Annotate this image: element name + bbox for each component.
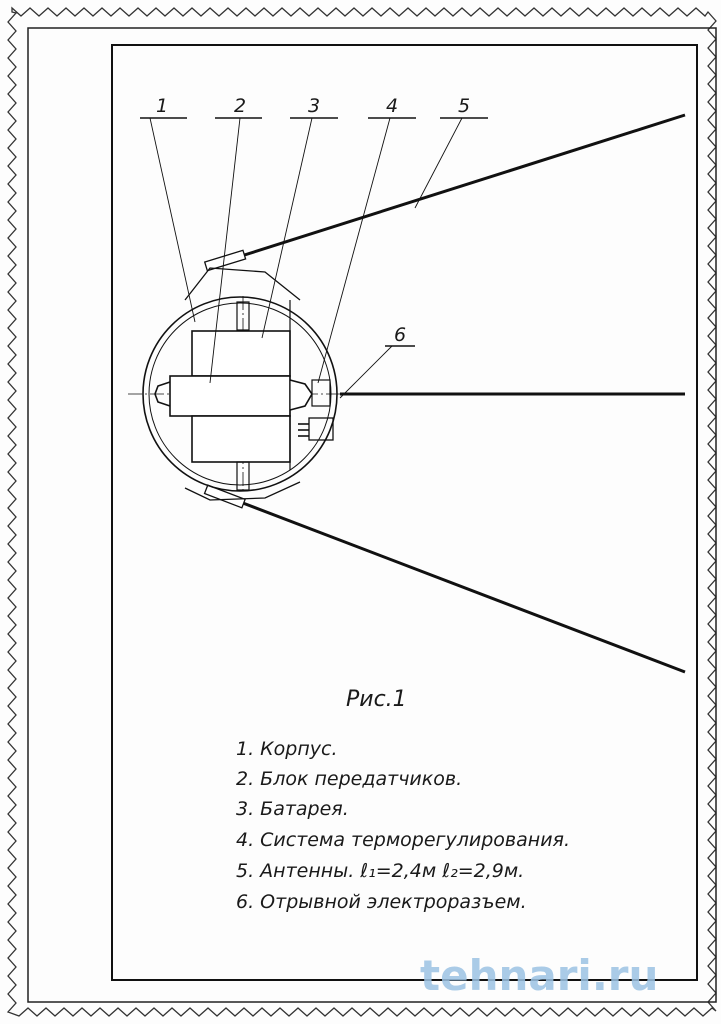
antennas bbox=[203, 113, 686, 674]
callout-1: 1 bbox=[156, 95, 168, 117]
thermal-fan bbox=[311, 379, 331, 407]
outer-frame bbox=[27, 27, 717, 1003]
legend-item: 4. Система терморегулирования. bbox=[236, 829, 570, 851]
sputnik-body bbox=[128, 267, 345, 501]
separation-connector bbox=[308, 417, 334, 441]
legend-item: 3. Батарея. bbox=[236, 798, 349, 820]
callout-4: 4 bbox=[386, 95, 398, 117]
battery-lower bbox=[191, 415, 291, 463]
callout-5: 5 bbox=[458, 95, 470, 117]
legend-item: 1. Корпус. bbox=[236, 738, 338, 760]
legend-item: 6. Отрывной электроразъем. bbox=[236, 891, 527, 913]
figure-caption: Рис.1 bbox=[346, 687, 407, 712]
wavy-border bbox=[6, 6, 717, 1017]
watermark: tehnari.ru bbox=[420, 951, 658, 1000]
antenna-top bbox=[234, 113, 686, 260]
callout-6: 6 bbox=[394, 324, 406, 346]
legend-item: 2. Блок передатчиков. bbox=[236, 768, 462, 790]
callout-2: 2 bbox=[234, 95, 246, 117]
callout-3: 3 bbox=[308, 95, 320, 117]
inner-frame bbox=[111, 44, 698, 981]
legend-item: 5. Антенны. ℓ₁=2,4м ℓ₂=2,9м. bbox=[236, 860, 524, 882]
battery-upper bbox=[191, 330, 291, 377]
callout-lines bbox=[140, 117, 488, 399]
antenna-bottom bbox=[234, 498, 686, 674]
transmitter-block bbox=[169, 375, 291, 417]
legend: 1. Корпус. 2. Блок передатчиков. 3. Бата… bbox=[236, 738, 570, 913]
